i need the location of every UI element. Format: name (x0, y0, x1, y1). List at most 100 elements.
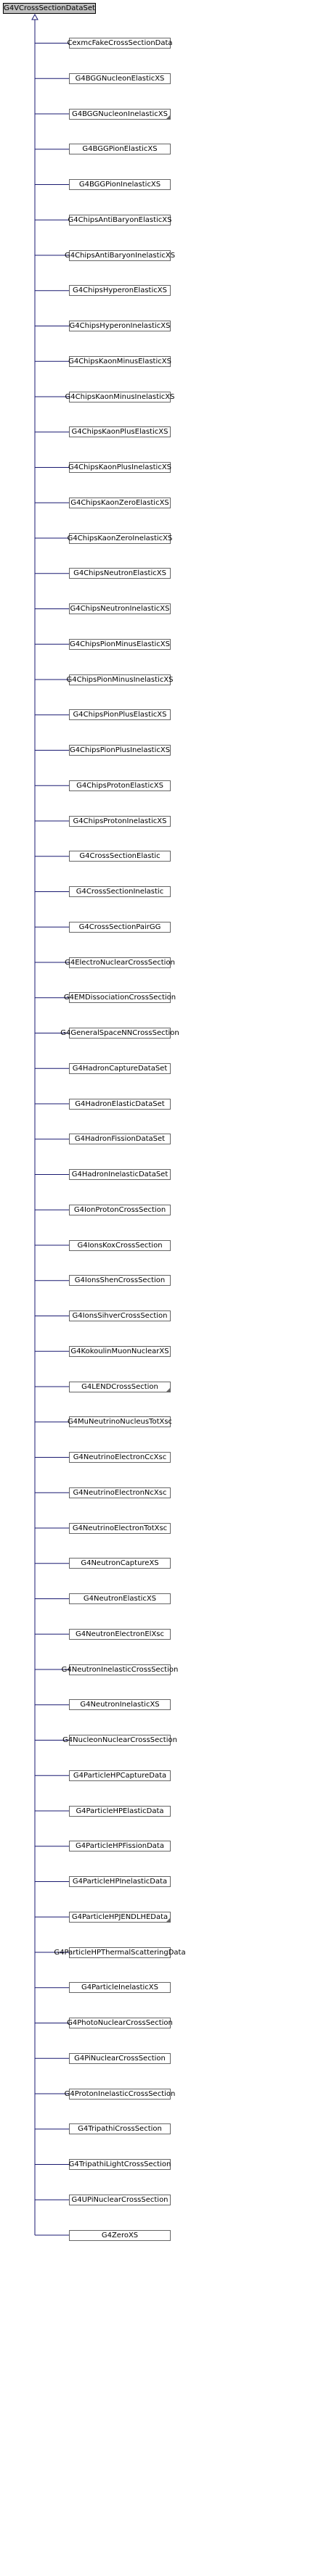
class-node[interactable]: G4NeutrinoElectronTotXsc (69, 1522, 171, 1534)
class-label: G4BGGPionElasticXS (82, 145, 158, 154)
class-node[interactable]: G4ParticleHPFissionData (69, 1841, 171, 1852)
class-node[interactable]: G4ChipsPionMinusElasticXS (69, 638, 171, 650)
class-node[interactable]: G4NeutrinoElectronCcXsc (69, 1452, 171, 1463)
class-node[interactable]: G4CrossSectionElastic (69, 851, 171, 862)
class-label: G4BGGNucleonInelasticXS (72, 110, 168, 118)
class-label: G4KokoulinMuonNuclearXS (70, 1347, 169, 1355)
class-node[interactable]: G4ChipsNeutronInelasticXS (69, 603, 171, 614)
class-node[interactable]: G4ParticleHPInelasticData (69, 1876, 171, 1887)
class-node[interactable]: G4ChipsProtonInelasticXS (69, 815, 171, 827)
class-node[interactable]: G4ChipsPionMinusInelasticXS (66, 674, 174, 685)
class-node[interactable]: G4ElectroNuclearCrossSection (65, 957, 175, 968)
class-node[interactable]: G4ChipsAntiBaryonInelasticXS (65, 249, 175, 261)
class-label: G4ParticleHPElasticData (76, 1807, 164, 1815)
more-subclasses-icon (166, 1917, 170, 1922)
class-node[interactable]: G4ProtonInelasticCrossSection (65, 2088, 175, 2100)
class-label: G4HadronInelasticDataSet (71, 1171, 168, 1178)
class-label: G4NucleonNuclearCrossSection (62, 1736, 177, 1744)
class-label: G4CrossSectionPairGG (78, 922, 161, 931)
class-label: G4ChipsKaonPlusInelasticXS (68, 463, 172, 471)
class-node[interactable]: G4PhotoNuclearCrossSection (67, 2018, 173, 2028)
class-label: G4ChipsPionPlusElasticXS (73, 711, 167, 719)
class-node[interactable]: G4NeutronInelasticCrossSection (62, 1664, 178, 1675)
class-label: G4ChipsNeutronElasticXS (73, 569, 166, 578)
class-node[interactable]: G4IonsKoxCrossSection (69, 1239, 171, 1251)
class-node[interactable]: G4ParticleHPThermalScatteringData (54, 1947, 186, 1958)
class-node[interactable]: G4IonProtonCrossSection (69, 1204, 171, 1215)
class-label: CexmcFakeCrossSectionData (67, 39, 173, 47)
class-node[interactable]: G4NeutronElectronElXsc (69, 1628, 171, 1640)
inheritance-arrowhead (31, 13, 38, 20)
class-node[interactable]: G4GeneralSpaceNNCrossSection (60, 1028, 179, 1039)
class-node[interactable]: G4IonsShenCrossSection (69, 1275, 171, 1287)
class-label: G4ChipsKaonMinusElasticXS (68, 357, 171, 366)
class-label: G4IonProtonCrossSection (73, 1205, 166, 1214)
class-label: G4ParticleHPFissionData (76, 1842, 164, 1851)
root-class-label: G4VCrossSectionDataSet (4, 4, 95, 12)
class-label: G4ChipsPionPlusInelasticXS (69, 746, 171, 754)
class-node[interactable]: G4TripathiCrossSection (69, 2123, 171, 2135)
class-label: G4ParticleHPInelasticData (72, 1878, 168, 1886)
class-node[interactable]: G4BGGNucleonElasticXS (69, 73, 171, 84)
class-label: G4ParticleHPCaptureData (73, 1771, 167, 1780)
class-node[interactable]: G4ChipsKaonZeroInelasticXS (68, 532, 172, 544)
class-node[interactable]: G4ParticleHPElasticData (69, 1805, 171, 1817)
class-label: G4PhotoNuclearCrossSection (67, 2019, 173, 2027)
class-label: G4BGGPionInelasticXS (78, 181, 161, 189)
class-node[interactable]: G4KokoulinMuonNuclearXS (69, 1345, 171, 1357)
class-node[interactable]: G4EMDissociationCrossSection (64, 992, 176, 1004)
class-node[interactable]: G4ChipsKaonPlusElasticXS (69, 426, 171, 438)
class-node[interactable]: G4BGGPionInelasticXS (69, 179, 171, 190)
class-node[interactable]: G4BGGNucleonInelasticXS (69, 108, 171, 120)
class-node[interactable]: G4ChipsKaonMinusElasticXS (68, 355, 171, 367)
class-node[interactable]: G4BGGPionElasticXS (69, 144, 171, 155)
class-node[interactable]: G4NeutronCaptureXS (69, 1558, 171, 1569)
class-label: G4ParticleHPThermalScatteringData (54, 1948, 186, 1957)
class-label: G4CrossSectionElastic (79, 852, 160, 861)
class-node[interactable]: G4CrossSectionInelastic (69, 886, 171, 897)
class-node[interactable]: G4NucleonNuclearCrossSection (62, 1735, 177, 1746)
class-node[interactable]: G4UPiNuclearCrossSection (69, 2194, 171, 2205)
class-node[interactable]: G4HadronFissionDataSet (69, 1134, 171, 1145)
class-node[interactable]: G4ParticleHPJENDLHEData (69, 1911, 171, 1923)
class-label: G4ChipsNeutronInelasticXS (70, 605, 170, 613)
class-label: G4NeutrinoElectronCcXsc (73, 1453, 167, 1461)
class-node[interactable]: G4ZeroXS (69, 2229, 171, 2241)
class-node[interactable]: G4ChipsKaonZeroElasticXS (69, 497, 171, 508)
class-node[interactable]: G4ChipsPionPlusElasticXS (69, 709, 171, 721)
class-label: G4NeutronElectronElXsc (75, 1630, 165, 1638)
class-node[interactable]: G4ChipsProtonElasticXS (69, 780, 171, 791)
class-label: G4ParticleInelasticXS (81, 1983, 158, 1992)
class-node[interactable]: G4ChipsKaonPlusInelasticXS (68, 462, 172, 473)
root-class-node: G4VCrossSectionDataSet (3, 3, 96, 14)
class-label: G4ChipsKaonZeroElasticXS (70, 498, 169, 507)
class-node[interactable]: G4TripathiLightCrossSection (69, 2159, 171, 2170)
class-node[interactable]: G4ChipsHyperonInelasticXS (69, 321, 171, 331)
class-node[interactable]: G4ChipsHyperonElasticXS (69, 285, 171, 297)
class-label: G4IonsSihverCrossSection (72, 1312, 168, 1320)
class-node[interactable]: G4ChipsAntiBaryonElasticXS (68, 214, 172, 226)
class-node[interactable]: G4ChipsPionPlusInelasticXS (69, 745, 171, 756)
class-label: G4ChipsAntiBaryonInelasticXS (64, 251, 176, 260)
class-label: G4NeutronInelasticXS (80, 1701, 160, 1709)
class-node[interactable]: G4PiNuclearCrossSection (69, 2052, 171, 2064)
class-node[interactable]: G4HadronInelasticDataSet (69, 1169, 171, 1180)
class-node[interactable]: G4ParticleHPCaptureData (69, 1770, 171, 1781)
class-node[interactable]: G4IonsSihverCrossSection (69, 1310, 171, 1321)
class-label: G4NeutronCaptureXS (81, 1559, 159, 1568)
class-node[interactable]: G4LENDCrossSection (69, 1381, 171, 1392)
class-label: G4HadronCaptureDataSet (72, 1064, 168, 1073)
class-node[interactable]: G4HadronCaptureDataSet (69, 1062, 171, 1074)
class-node[interactable]: G4ParticleInelasticXS (69, 1982, 171, 1994)
class-node[interactable]: G4NeutrinoElectronNcXsc (69, 1487, 171, 1498)
class-label: G4BGGNucleonElasticXS (75, 74, 165, 83)
class-node[interactable]: G4MuNeutrinoNucleusTotXsc (68, 1416, 172, 1428)
class-node[interactable]: G4NeutronInelasticXS (69, 1699, 171, 1711)
class-node[interactable]: G4ChipsNeutronElasticXS (69, 568, 171, 579)
class-node[interactable]: G4CrossSectionPairGG (69, 921, 171, 933)
class-label: G4ChipsAntiBaryonElasticXS (68, 215, 172, 224)
class-node[interactable]: CexmcFakeCrossSectionData (67, 38, 173, 49)
class-node[interactable]: G4NeutronElasticXS (69, 1593, 171, 1604)
class-node[interactable]: G4HadronElasticDataSet (69, 1098, 171, 1110)
class-node[interactable]: G4ChipsKaonMinusInelasticXS (65, 391, 175, 402)
